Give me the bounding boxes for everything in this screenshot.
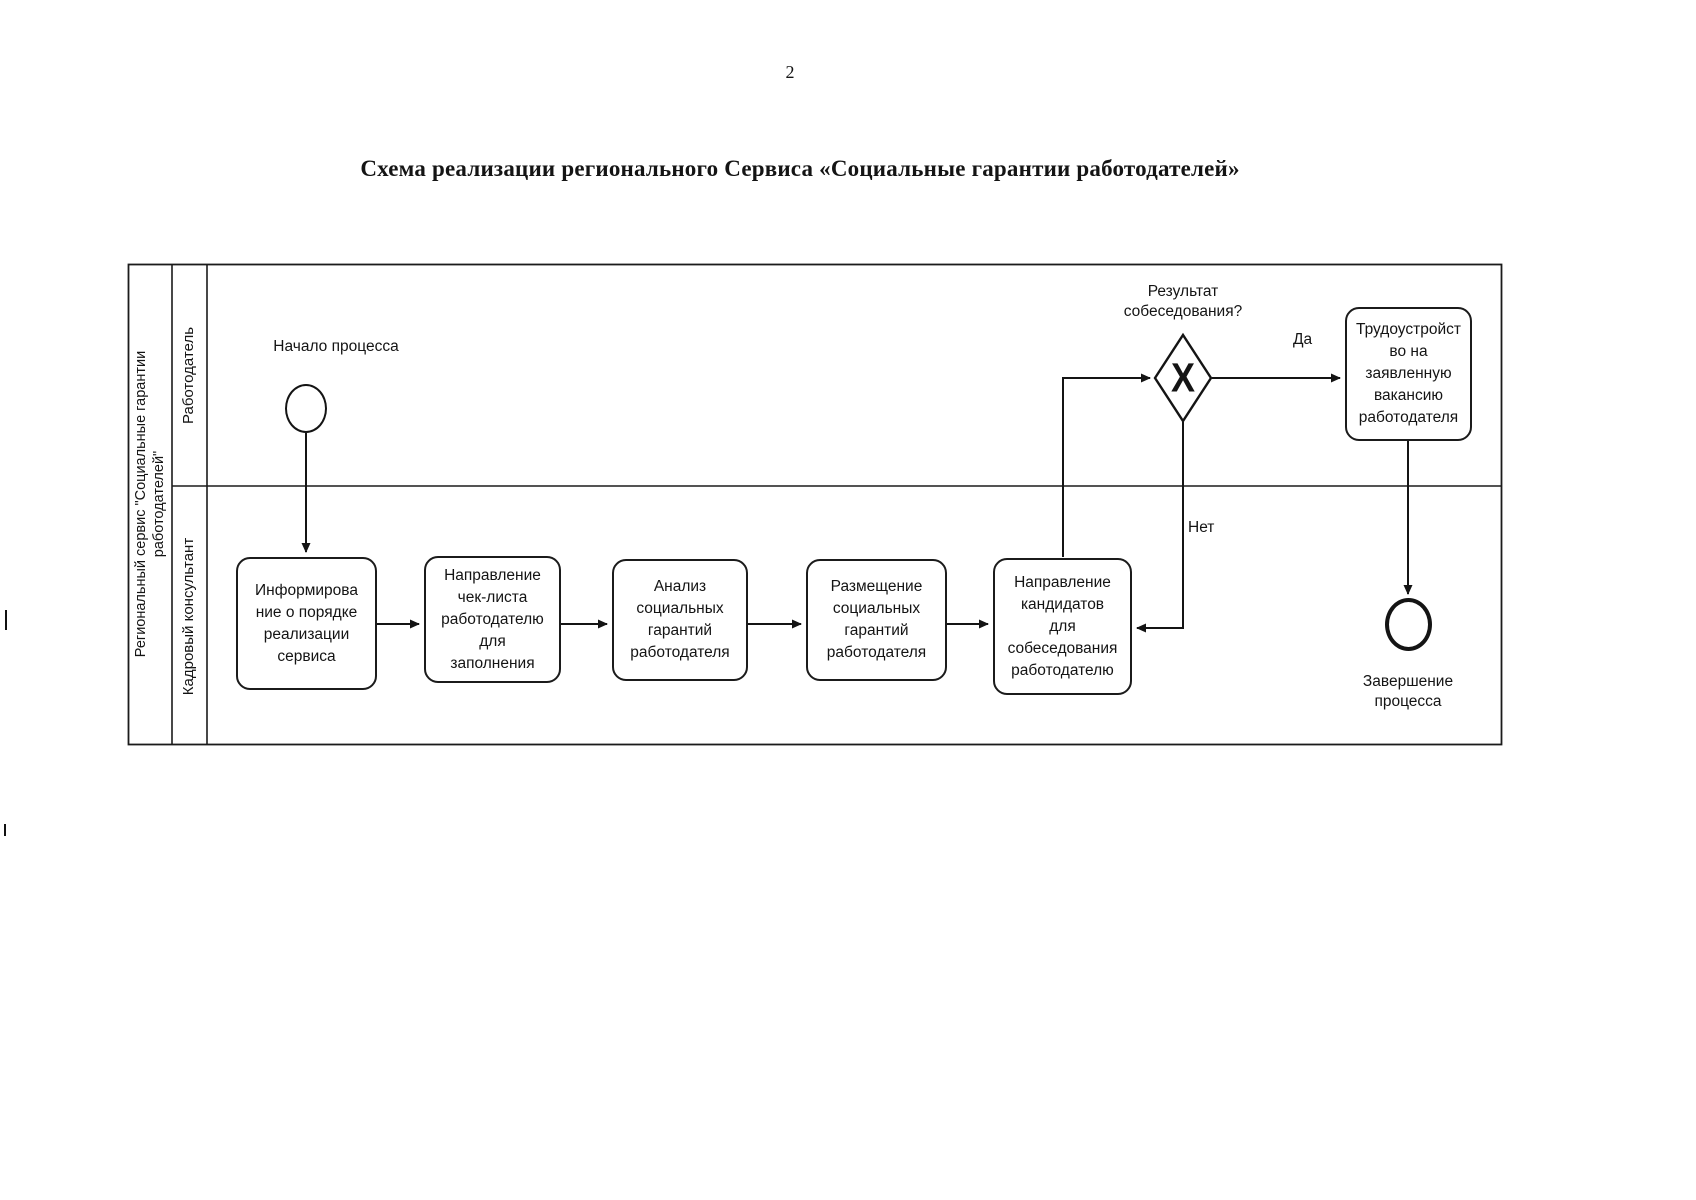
pool-label: Региональный сервис "Социальные гарантии… bbox=[132, 350, 167, 658]
scan-artifact bbox=[4, 824, 6, 836]
flow-candidates-to-gateway bbox=[1062, 373, 1151, 557]
page-number: 2 bbox=[785, 62, 795, 82]
gateway-x-symbol: X bbox=[1170, 354, 1195, 401]
task-place: Размещение социальных гарантий работодат… bbox=[806, 559, 947, 681]
page-title: Схема реализации регионального Сервиса «… bbox=[360, 156, 1240, 181]
gateway-no-label: Нет bbox=[1188, 519, 1215, 536]
lane-label-employer: Работодатель bbox=[180, 326, 198, 425]
start-event bbox=[285, 384, 327, 433]
start-event-label: Начало процесса bbox=[273, 338, 399, 355]
flow-gateway-no-to-candidates bbox=[1136, 422, 1184, 633]
gateway-question-label: Результат собеседования? bbox=[1123, 283, 1243, 321]
lane-label-consultant: Кадровый консультант bbox=[180, 537, 198, 696]
task-checklist: Направление чек-листа работодателю для з… bbox=[424, 556, 561, 683]
end-event-label: Завершение процесса bbox=[1362, 673, 1454, 711]
task-employment: Трудоустройст во на заявленную вакансию … bbox=[1345, 307, 1472, 441]
task-inform: Информирова ние о порядке реализации сер… bbox=[236, 557, 377, 690]
end-event bbox=[1385, 598, 1432, 651]
task-analyze: Анализ социальных гарантий работодателя bbox=[612, 559, 748, 681]
scan-artifact bbox=[5, 610, 7, 630]
gateway-yes-label: Да bbox=[1293, 331, 1313, 348]
task-candidates: Направление кандидатов для собеседования… bbox=[993, 558, 1132, 695]
